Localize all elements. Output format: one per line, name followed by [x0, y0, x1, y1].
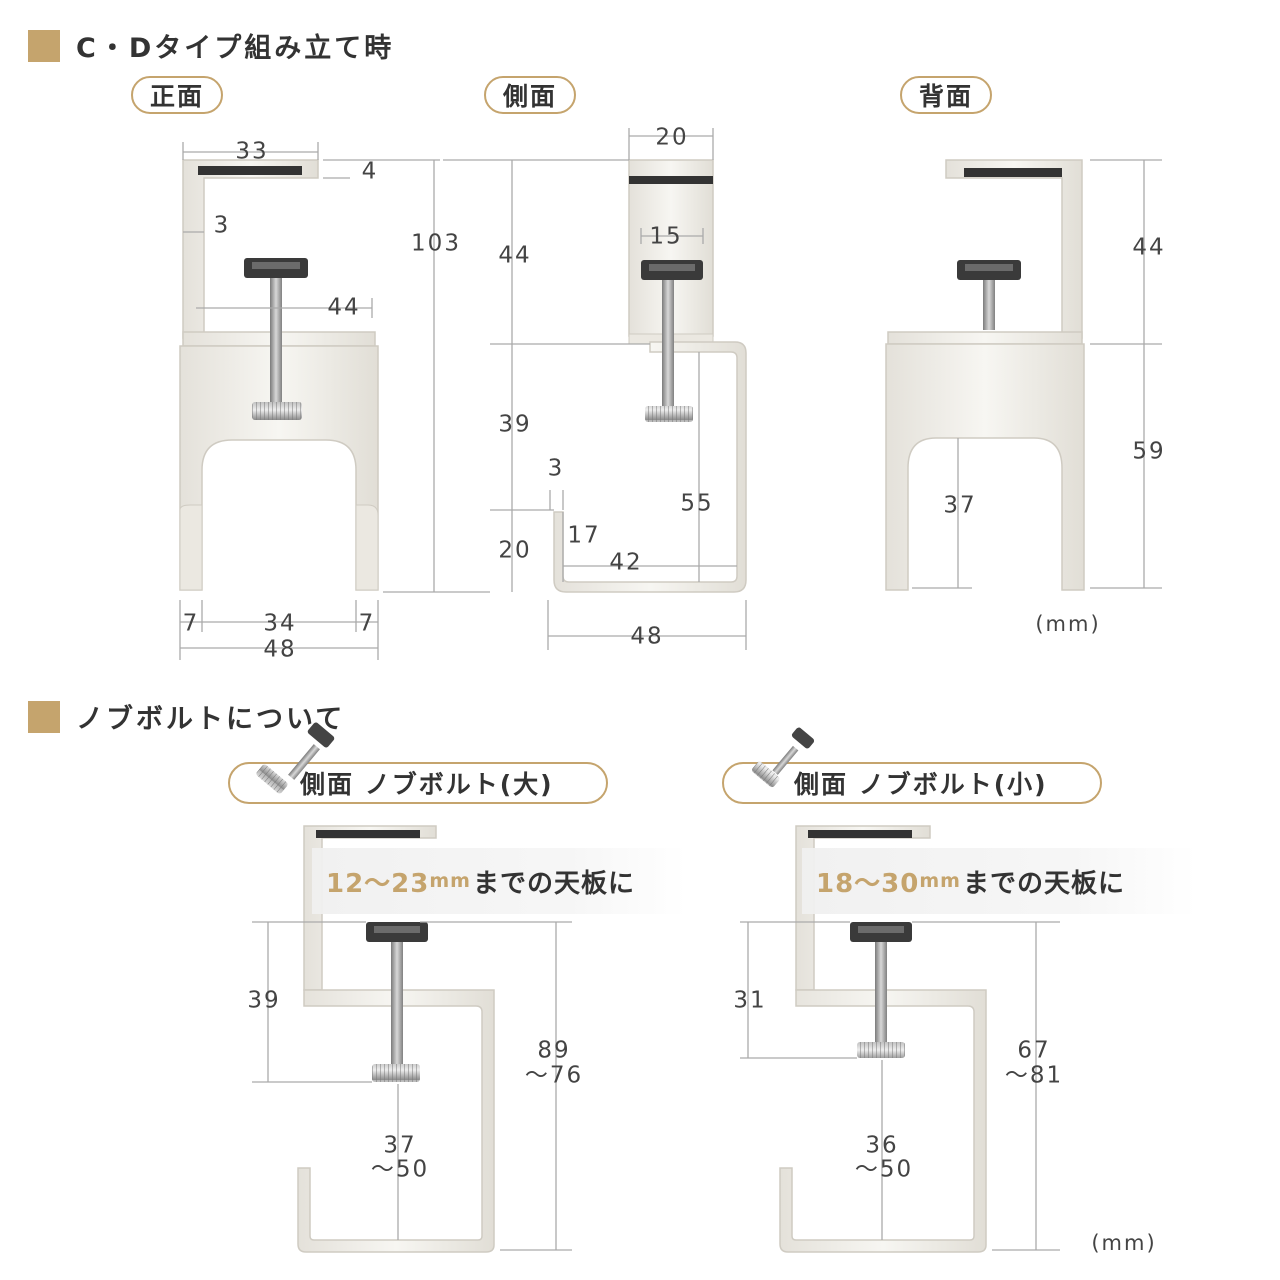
side-dim-lines [433, 128, 747, 650]
dim-front-right: 7 [359, 611, 376, 637]
dim-knob-small-reach-b: 〜50 [855, 1157, 913, 1183]
dim-side-hook-thick: 3 [548, 456, 565, 482]
back-plate [887, 331, 1083, 345]
front-pad [198, 166, 302, 175]
knob-large-label: 側面 ノブボルト(大) [228, 762, 608, 804]
front-bolt-knob [252, 402, 302, 420]
dim-side-upper: 44 [498, 243, 531, 269]
dim-side-lower: 20 [498, 538, 531, 564]
dim-front-center: 34 [263, 611, 296, 637]
dim-front-total: 48 [263, 637, 296, 663]
dim-knob-small-total-a: 67 [1017, 1038, 1050, 1064]
front-hook-top [182, 159, 319, 339]
knob-large-bolt-pad-highlight [374, 926, 420, 933]
dim-side-total-width: 48 [630, 624, 663, 650]
section-title: ノブボルトについて [76, 704, 346, 735]
view-label-back: 背面 [900, 76, 992, 114]
knob-large-dim-lines [252, 921, 572, 1251]
side-hook [553, 341, 747, 593]
dim-front-width-top: 33 [235, 139, 268, 165]
dim-front-mid-width: 44 [327, 295, 360, 321]
knob-large-pad [316, 830, 420, 838]
back-body [885, 343, 1085, 591]
front-body [179, 345, 379, 591]
view-label-front: 正面 [131, 76, 223, 114]
knob-large-icon [256, 722, 335, 794]
knob-small-dim-lines [740, 921, 1060, 1251]
unit-label: (mm) [1091, 1231, 1156, 1255]
back-hook-top [945, 159, 1083, 339]
dim-knob-large-reach-b: 〜50 [371, 1157, 429, 1183]
dim-side-hook-width: 42 [609, 550, 642, 576]
dim-knob-large-clamp: 39 [247, 988, 280, 1014]
side-bolt-pad-highlight [649, 264, 695, 271]
dim-knob-large-total-b: 〜76 [525, 1063, 583, 1089]
front-bolt-pad-highlight [252, 262, 300, 269]
dim-knob-large-reach-a: 37 [383, 1133, 416, 1159]
dim-knob-small-total-b: 〜81 [1005, 1063, 1063, 1089]
section-marker-icon [28, 700, 60, 733]
range-value: 18〜30 [816, 868, 920, 899]
back-dim-lines [912, 159, 1162, 589]
knob-large-bolt-shaft [391, 942, 403, 1066]
section-marker-icon [28, 29, 60, 62]
section-title: C・Dタイプ組み立て時 [76, 33, 395, 64]
range-unit: mm [919, 870, 961, 892]
dim-back-leg: 37 [943, 493, 976, 519]
knob-small-bolt-shaft [875, 942, 887, 1042]
knob-small-bolt-pad-highlight [858, 926, 904, 933]
dim-knob-small-reach-a: 36 [865, 1133, 898, 1159]
range-value: 12〜23 [326, 868, 430, 899]
unit-label: (mm) [1035, 612, 1100, 636]
side-bolt-shaft [662, 280, 674, 408]
knob-small-bolt-knob [857, 1042, 905, 1058]
dim-front-gap: 3 [214, 213, 231, 239]
dim-side-middle: 39 [498, 412, 531, 438]
knob-small-drawing: 31 67 〜81 36 〜50 (mm) [733, 825, 1156, 1255]
dim-knob-large-total-a: 89 [537, 1038, 570, 1064]
side-view-drawing: 103 44 20 15 39 3 17 20 55 42 48 [411, 125, 747, 650]
dim-knob-small-clamp: 31 [733, 988, 766, 1014]
knob-large-drawing: 39 89 〜76 37 〜50 [247, 825, 583, 1253]
dim-side-total-height: 103 [411, 231, 461, 257]
back-bolt-shaft [983, 280, 995, 330]
range-suffix: までの天板に [472, 868, 635, 899]
knob-small-label: 側面 ノブボルト(小) [722, 762, 1102, 804]
section-header-assembly: C・Dタイプ組み立て時 [28, 26, 394, 65]
dim-side-pad: 15 [649, 224, 682, 250]
section-header-knob: ノブボルトについて [28, 697, 345, 736]
dim-front-left: 7 [183, 611, 200, 637]
dim-back-lower: 59 [1132, 439, 1165, 465]
dim-side-hook-inner: 17 [567, 523, 600, 549]
front-foot-right [355, 504, 379, 591]
front-foot-left [179, 504, 203, 591]
knob-small-pad [808, 830, 912, 838]
dim-front-thickness: 4 [362, 159, 379, 185]
knob-large-bolt-knob [372, 1064, 420, 1082]
dim-back-upper: 44 [1132, 235, 1165, 261]
range-unit: mm [429, 870, 471, 892]
range-suffix: までの天板に [962, 868, 1125, 899]
knob-small-hook [779, 989, 987, 1253]
view-label-side: 側面 [484, 76, 576, 114]
back-bolt-pad-highlight [965, 264, 1013, 271]
side-pad [629, 176, 713, 184]
back-pad [964, 168, 1062, 177]
front-dim-lines [179, 142, 490, 660]
knob-large-hook [297, 989, 495, 1253]
back-view-drawing: 44 59 37 (mm) [885, 159, 1165, 636]
dim-side-depth: 55 [680, 491, 713, 517]
side-bolt-knob [645, 406, 693, 422]
front-view-drawing: 33 4 3 44 7 34 7 48 [179, 139, 490, 663]
dim-side-top-width: 20 [655, 125, 688, 151]
knob-small-icon [752, 727, 815, 788]
front-bolt-shaft [270, 278, 282, 404]
